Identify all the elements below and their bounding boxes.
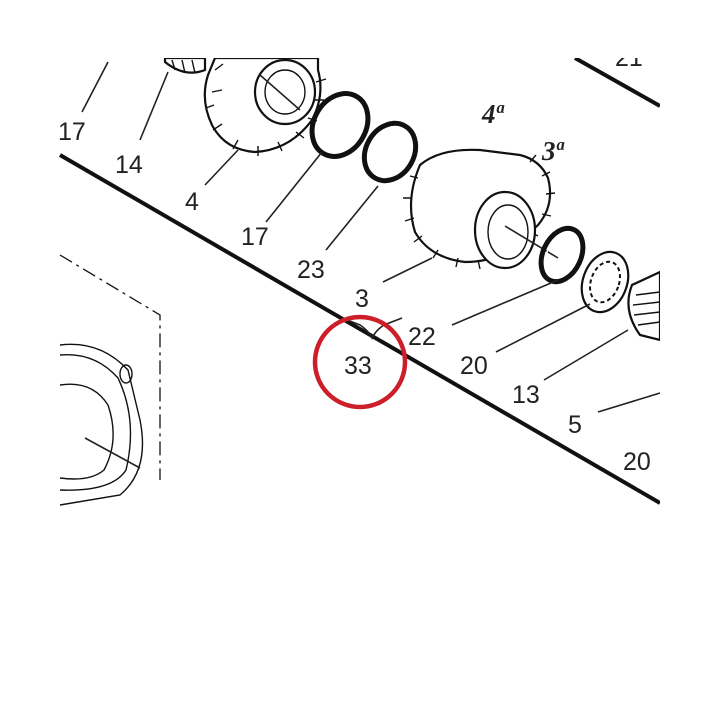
part-label-22: 22: [408, 323, 436, 351]
part-label-33: 33: [344, 352, 372, 380]
part-label-20: 20: [460, 352, 488, 380]
snap-ring-22: [538, 225, 586, 285]
part-label-5: 5: [568, 411, 582, 439]
leader-lines: [81, 61, 661, 413]
gear-label-4th: 4ª: [481, 99, 505, 129]
bearing-14: [163, 56, 207, 74]
gear-3-assembly: [403, 148, 559, 270]
part-label-13: 13: [512, 381, 540, 409]
part-label-20-lower: 20: [623, 448, 651, 476]
snap-ring-17: [309, 91, 371, 159]
gear-label-3rd: 3ª: [541, 136, 565, 166]
highlight-circle: [312, 314, 408, 410]
snap-ring-23: [361, 120, 419, 184]
needle-bearing-13: [627, 270, 662, 342]
top-margin: [0, 0, 720, 58]
splined-washer-20: [580, 250, 630, 314]
part-label-3: 3: [355, 285, 369, 313]
part-label-4: 4: [185, 188, 199, 216]
housing-outline: [59, 254, 161, 506]
bottom-margin: [0, 507, 720, 720]
part-label-14: 14: [115, 151, 143, 179]
main-axis-line: [58, 153, 662, 505]
part-label-17-upper-left: 17: [58, 118, 86, 146]
part-label-23: 23: [297, 256, 325, 284]
upper-axis-line: [574, 56, 661, 108]
part-label-17: 17: [241, 223, 269, 251]
gear-4: [203, 56, 327, 156]
